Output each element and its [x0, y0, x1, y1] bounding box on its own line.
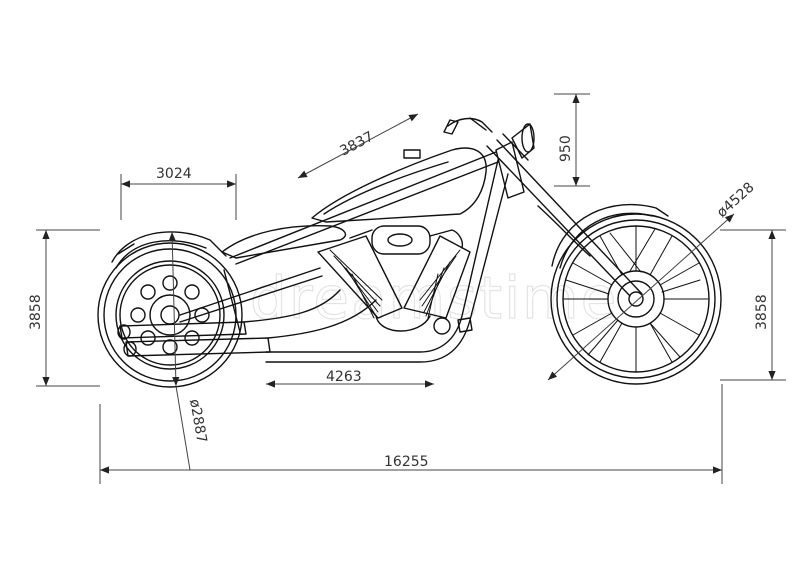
dim-rear-wheel: ø2887: [186, 398, 209, 444]
dim-height-left: 3858: [28, 294, 44, 330]
handlebar: [443, 117, 493, 135]
frame: [179, 151, 509, 363]
dim-950: 950: [558, 135, 574, 162]
fuel-tank: [311, 147, 487, 223]
dim-3024: 3024: [156, 166, 192, 182]
dim-height-right: 3858: [754, 294, 770, 330]
dim-3837: 3837: [337, 129, 376, 160]
rear-fender: [111, 231, 227, 269]
headlight: [511, 123, 535, 159]
dim-front-wheel: ø4528: [714, 180, 758, 221]
dimension-lines: [36, 93, 786, 484]
exhaust: [117, 289, 377, 357]
air-cleaner: [349, 225, 464, 255]
rear-wheel: [97, 242, 243, 388]
engine: [317, 235, 473, 335]
dim-4263: 4263: [326, 369, 362, 385]
seat: [221, 225, 347, 259]
dim-overall-length: 16255: [384, 454, 429, 470]
motorcycle-drawing: [97, 117, 722, 388]
